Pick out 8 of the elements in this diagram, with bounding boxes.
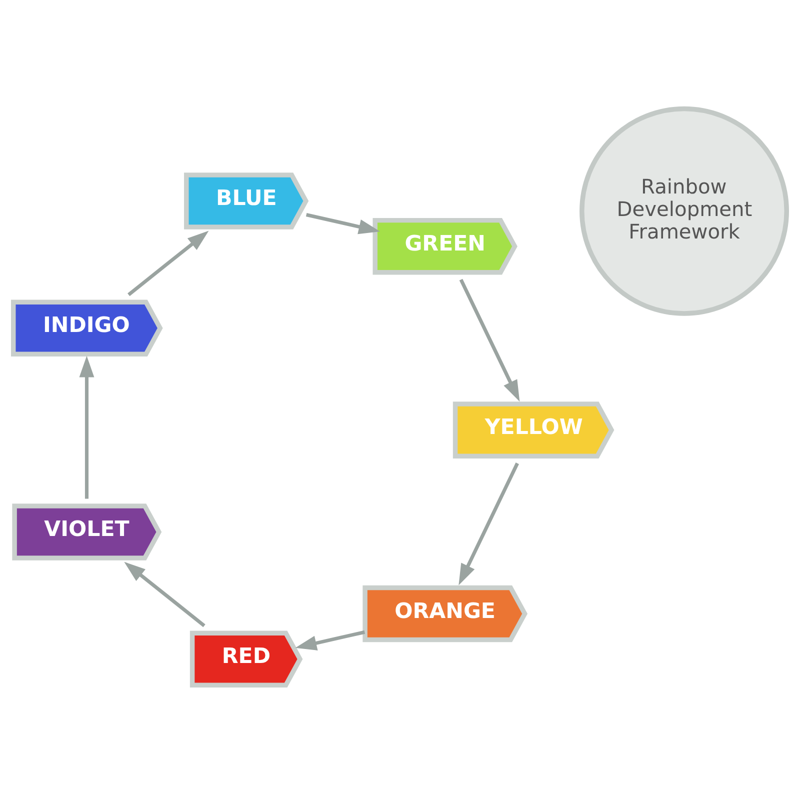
arrow: [459, 278, 520, 402]
arrow: [128, 230, 209, 296]
node-circle: Rainbow Development Framework: [580, 106, 789, 316]
arrow: [458, 462, 519, 585]
arrow: [295, 630, 366, 650]
arrow: [124, 561, 206, 627]
arrow: [79, 355, 94, 498]
arrow: [306, 212, 380, 234]
